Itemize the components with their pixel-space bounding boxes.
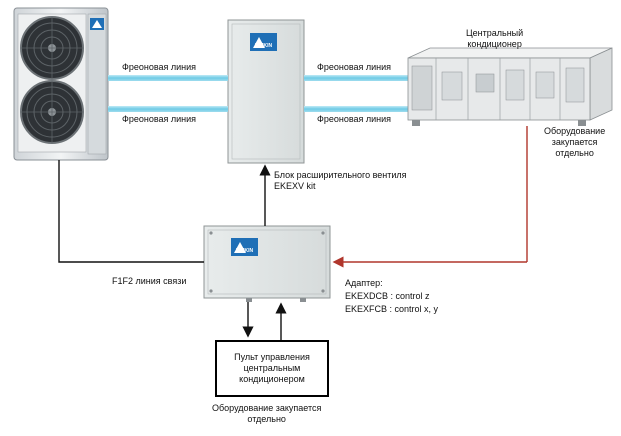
ahu-to-adapter-signal xyxy=(332,126,528,268)
adapter-box: DAIKIN xyxy=(203,225,331,302)
adapter-dcb: EKEXDCB : control z xyxy=(345,291,430,301)
expansion-valve-box: DAIKIN xyxy=(227,19,305,164)
exv-block-label: Блок расширительного вентиля EKEXV kit xyxy=(274,170,407,191)
daikin-logo-exv: DAIKIN xyxy=(255,43,273,49)
ahu-title: Центральный кондиционер xyxy=(466,28,524,49)
freon-line-label-3: Фреоновая линия xyxy=(317,62,392,72)
f1f2-line-label: F1F2 линия связи xyxy=(112,276,187,286)
ahu-note: Оборудование закупается отдельно xyxy=(544,126,606,158)
adapter-fcb: EKEXFCB : control x, y xyxy=(345,304,439,314)
refrigerant-pipes xyxy=(108,75,408,112)
freon-line-label-4: Фреоновая линия xyxy=(317,114,392,124)
freon-line-label-2: Фреоновая линия xyxy=(122,114,197,124)
outdoor-unit xyxy=(13,7,109,161)
adapter-title: Адаптер: xyxy=(345,278,383,288)
controller-label: Пульт управления центральным кондиционер… xyxy=(234,352,310,384)
freon-line-label-1: Фреоновая линия xyxy=(122,62,197,72)
central-controller-box: Пульт управления центральным кондиционер… xyxy=(215,340,329,397)
f1f2-wire xyxy=(58,160,204,263)
central-ahu xyxy=(407,47,613,126)
daikin-logo-adapter: DAIKIN xyxy=(236,248,254,254)
controller-note: Оборудование закупается отдельно xyxy=(212,403,322,424)
